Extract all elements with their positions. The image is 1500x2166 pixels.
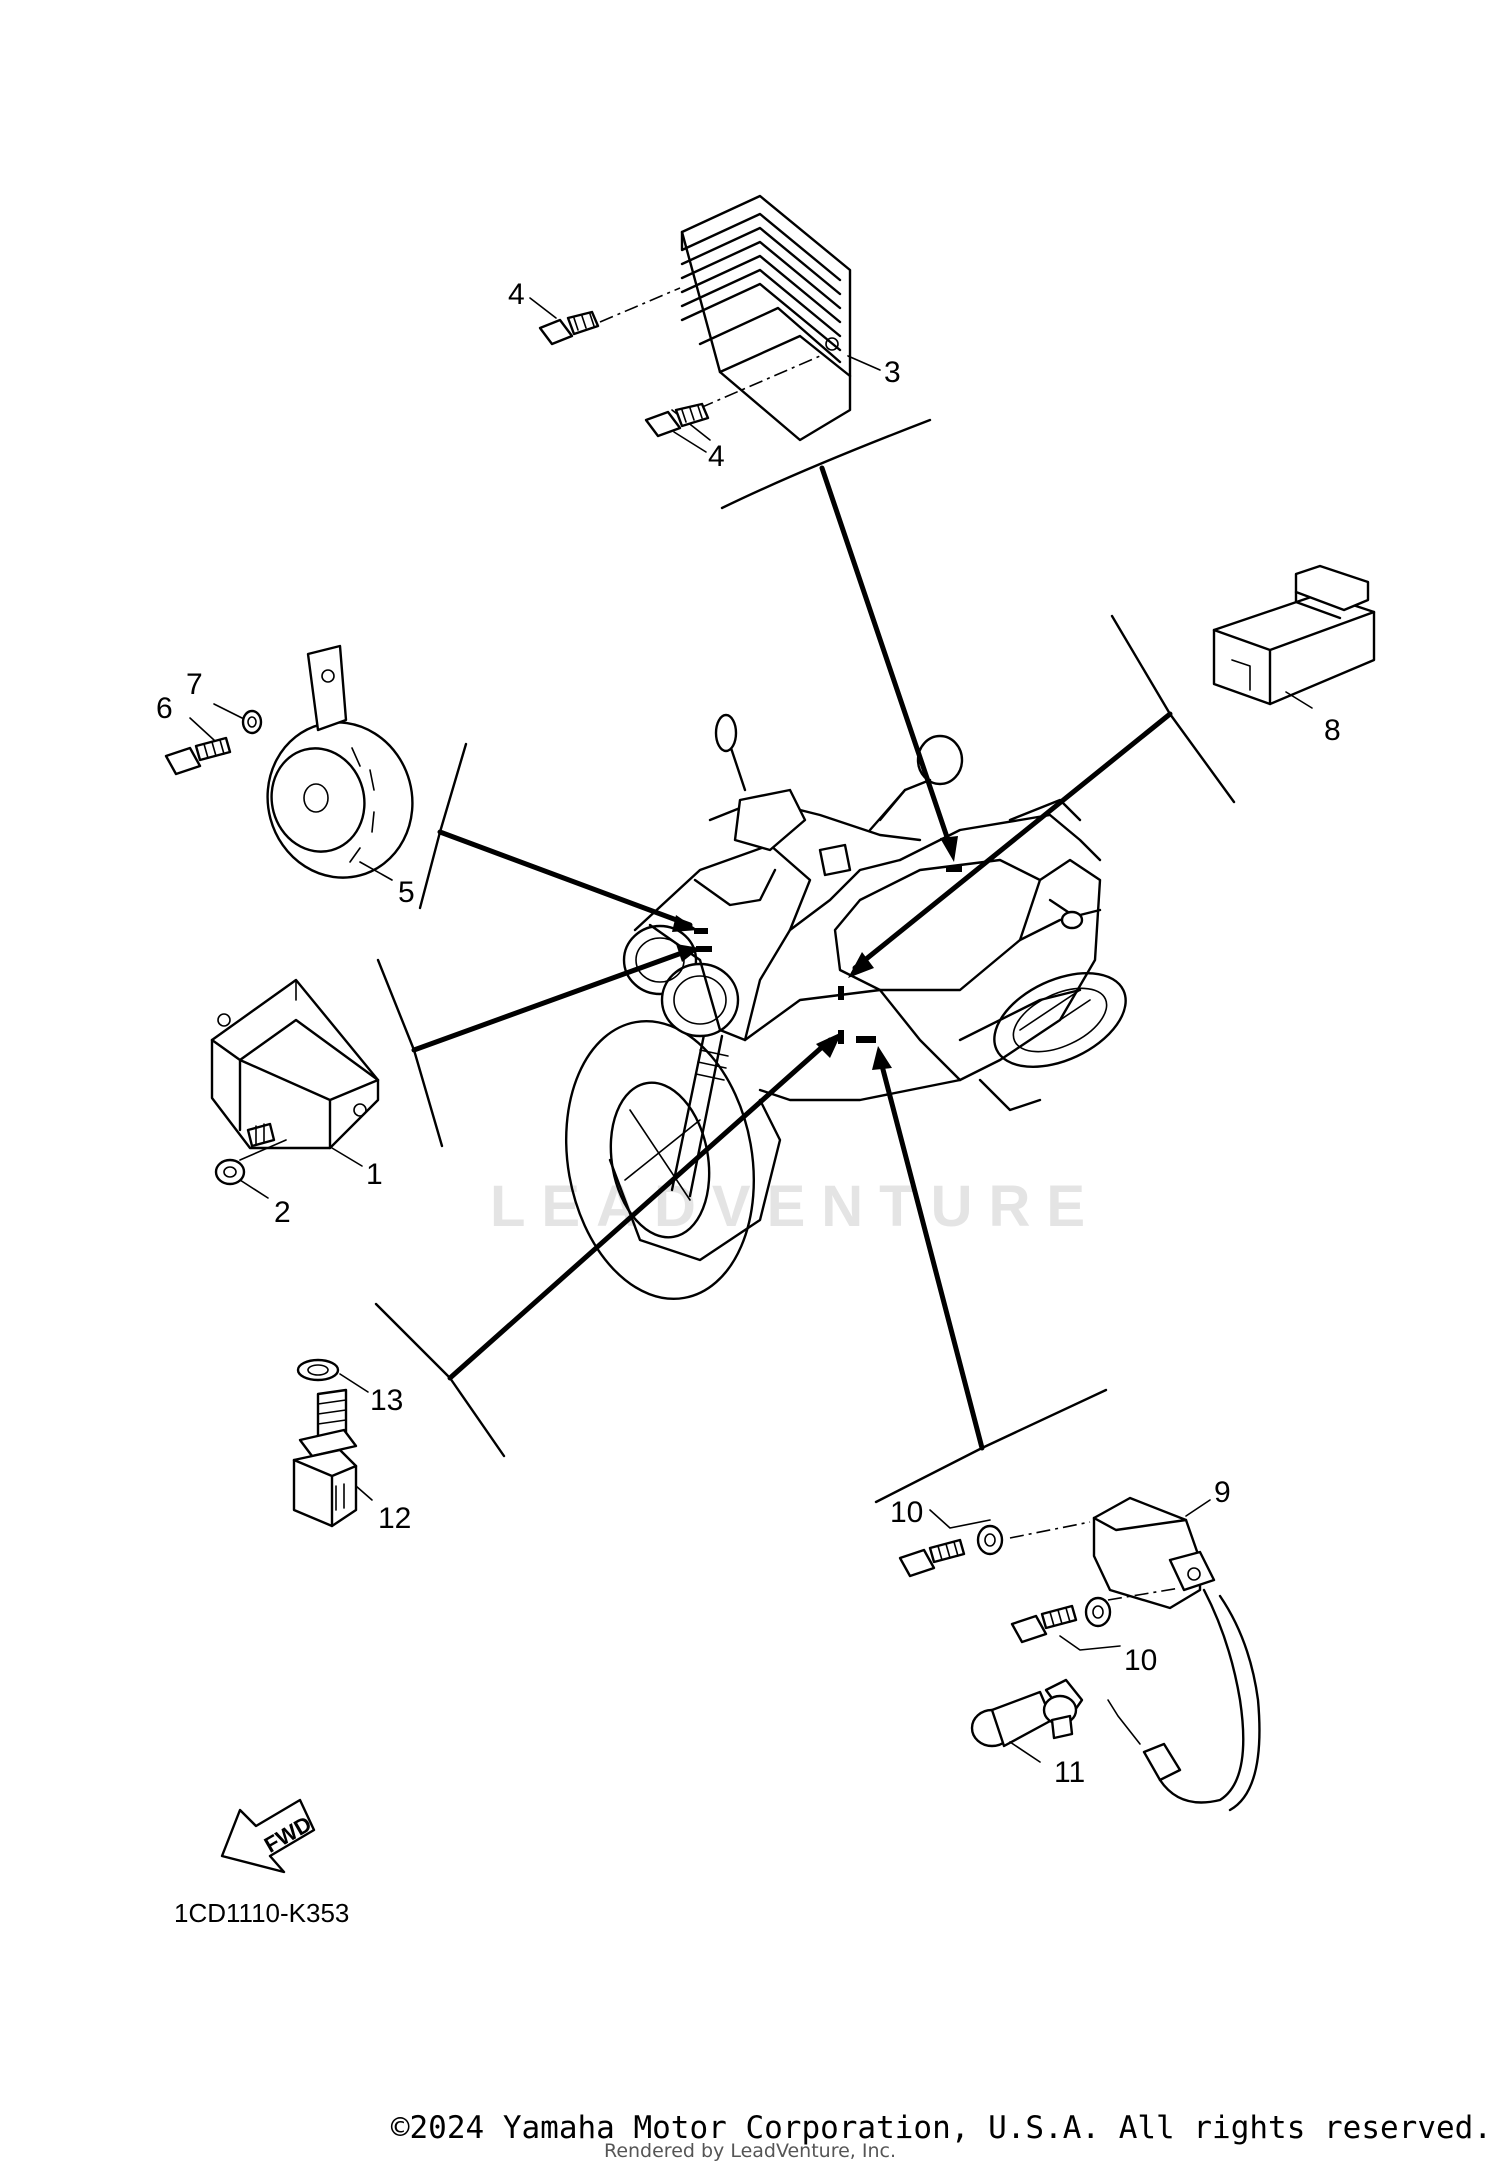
connector-part[interactable] bbox=[1212, 564, 1376, 709]
part-label-10-upper: 10 bbox=[890, 1496, 923, 1529]
part-label-4-lower: 4 bbox=[708, 440, 725, 473]
copyright-notice: ©2024 Yamaha Motor Corporation, U.S.A. A… bbox=[390, 2110, 1492, 2146]
part-label-12: 12 bbox=[378, 1502, 411, 1535]
diagram-code: 1CD1110-K353 bbox=[174, 1898, 349, 1928]
bolt-4-upper[interactable] bbox=[529, 297, 600, 346]
part-label-7: 7 bbox=[186, 668, 203, 701]
scooter-illustration bbox=[564, 713, 1127, 1300]
part-label-1: 1 bbox=[366, 1158, 383, 1191]
fwd-arrow-icon: FWD bbox=[220, 1798, 316, 1874]
part-label-6: 6 bbox=[156, 692, 173, 725]
part-label-3: 3 bbox=[884, 356, 901, 389]
cdi-unit-part[interactable] bbox=[210, 978, 380, 1167]
part-label-8: 8 bbox=[1324, 714, 1341, 747]
bolt-4-lower[interactable] bbox=[644, 402, 710, 453]
horn-washer-7[interactable] bbox=[213, 703, 263, 735]
part-number-labels: 4 3 4 8 7 6 5 1 2 13 12 9 10 10 11 bbox=[156, 278, 1341, 1789]
watermark-text: LEADVENTURE bbox=[490, 1174, 1101, 1239]
part-label-10-lower: 10 bbox=[1124, 1644, 1157, 1677]
horn-bolt-6[interactable] bbox=[164, 717, 232, 776]
cdi-nut-2[interactable] bbox=[214, 1139, 287, 1199]
rendered-by-credit: Rendered by LeadVenture, Inc. bbox=[603, 2140, 897, 2162]
part-label-2: 2 bbox=[274, 1196, 291, 1229]
sensor-switch-part[interactable] bbox=[292, 1388, 373, 1528]
rectifier-regulator-part[interactable] bbox=[599, 194, 881, 442]
part-label-5: 5 bbox=[398, 876, 415, 909]
sensor-washer-13[interactable] bbox=[296, 1358, 369, 1393]
part-label-13: 13 bbox=[370, 1384, 403, 1417]
coil-bolt-10-lower[interactable] bbox=[1010, 1596, 1121, 1651]
part-label-4-upper: 4 bbox=[508, 278, 525, 311]
ignition-coil-part[interactable] bbox=[1009, 1496, 1261, 1812]
part-label-9: 9 bbox=[1214, 1476, 1231, 1509]
horn-part[interactable] bbox=[250, 644, 429, 894]
leader-lines bbox=[374, 418, 1236, 1504]
coil-bolt-10-upper[interactable] bbox=[898, 1509, 1004, 1578]
part-label-11: 11 bbox=[1054, 1756, 1085, 1789]
spark-plug-cap-11[interactable] bbox=[970, 1678, 1084, 1763]
